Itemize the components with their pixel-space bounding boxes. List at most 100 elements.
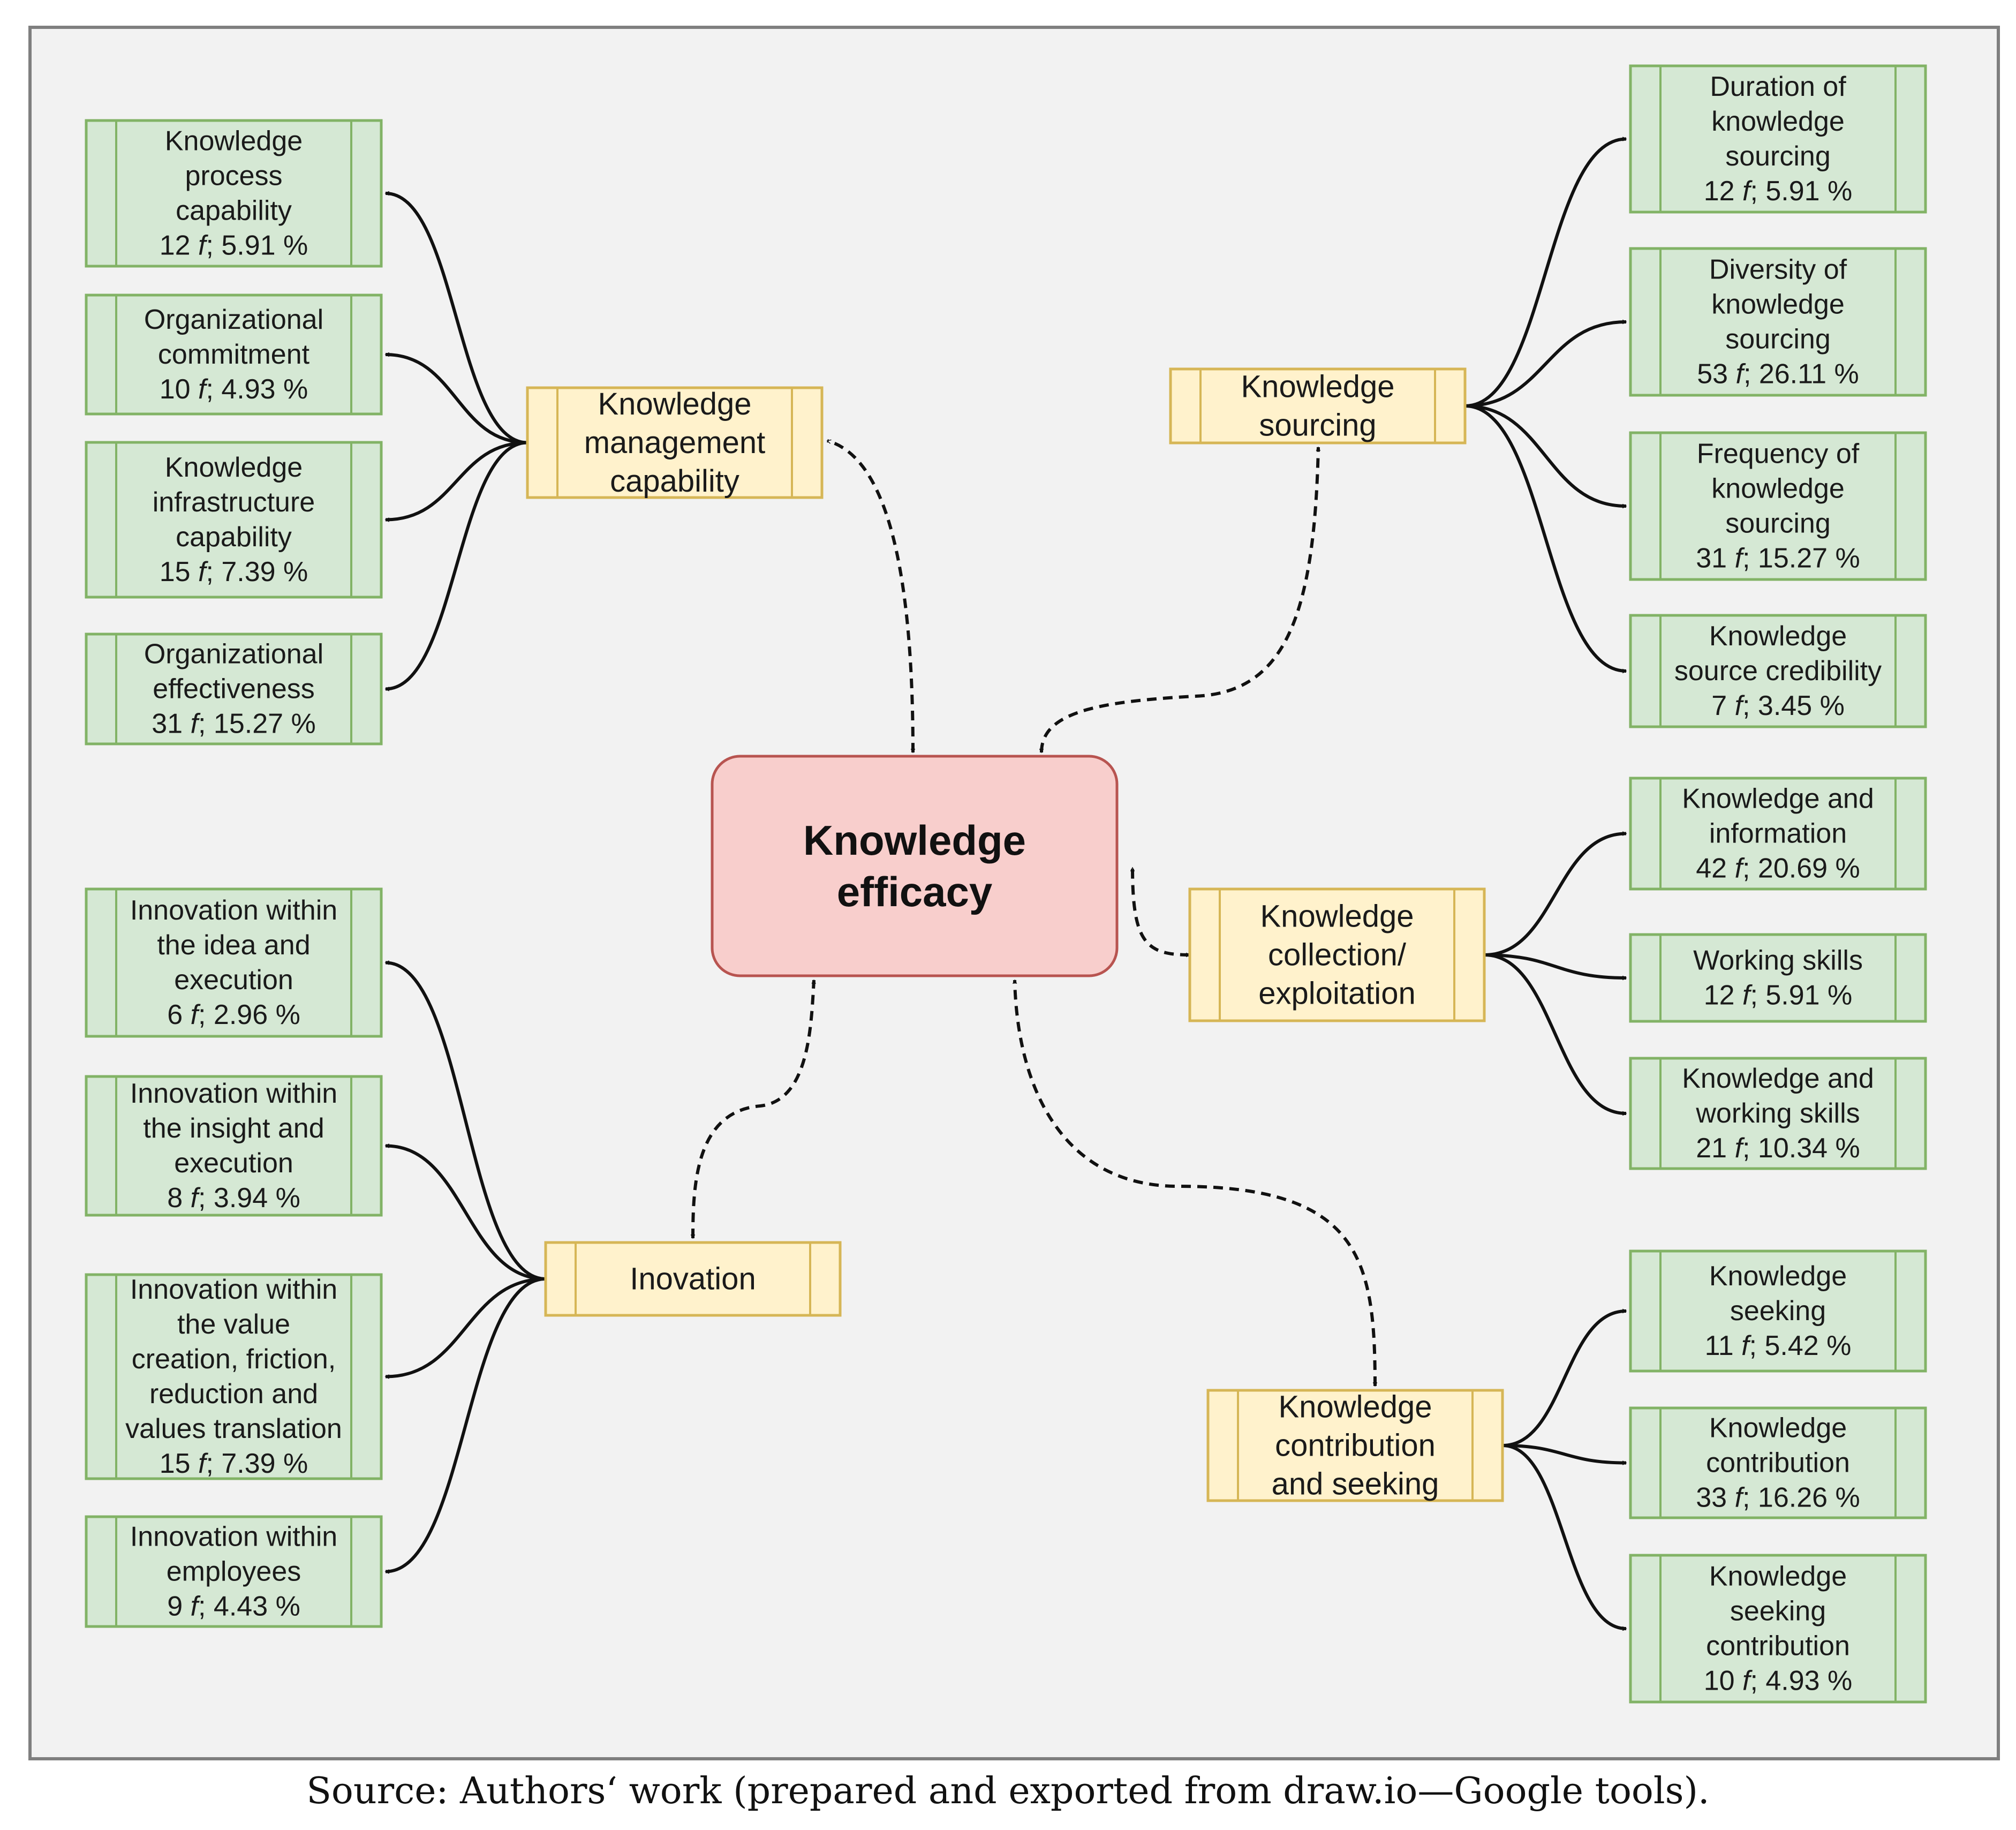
leaf-label-line: employees bbox=[167, 1556, 301, 1587]
category-label-line: contribution bbox=[1275, 1428, 1436, 1463]
leaf-frequency-count: 12 bbox=[1704, 176, 1742, 207]
frequency-symbol: f bbox=[191, 709, 201, 740]
leaf-label-line: Knowledge bbox=[1709, 1413, 1847, 1444]
leaf-percentage: ; 2.96 % bbox=[198, 999, 300, 1030]
leaf-frequency-stat: 21 f; 10.34 % bbox=[1696, 1133, 1860, 1164]
figure-caption: Source: Authors‘ work (prepared and expo… bbox=[306, 1770, 1710, 1812]
leaf-frequency-stat: 15 f; 7.39 % bbox=[160, 1448, 308, 1479]
leaf-label-line: Knowledge bbox=[165, 126, 303, 157]
category-label-line: and seeking bbox=[1272, 1467, 1439, 1502]
dashed-connector-kcs bbox=[1015, 980, 1375, 1386]
leaf-label-line: information bbox=[1709, 818, 1847, 849]
leaf-frequency-stat: 11 f; 5.42 % bbox=[1705, 1330, 1852, 1361]
leaf-label-line: Knowledge and bbox=[1682, 1063, 1874, 1094]
category-label-line: Knowledge bbox=[598, 387, 752, 421]
connector-l3 bbox=[386, 441, 528, 520]
leaf-frequency-count: 33 bbox=[1696, 1482, 1734, 1513]
dashed-connector-kmc bbox=[827, 439, 913, 752]
category-label-line: Knowledge bbox=[1241, 370, 1395, 404]
center-node-label-line: efficacy bbox=[837, 868, 993, 915]
leaf-node-r7-box bbox=[1629, 1057, 1927, 1170]
diagram-nodes: KnowledgeefficacyKnowledgemanagementcapa… bbox=[85, 64, 1927, 1704]
dashed-connector-inn bbox=[693, 980, 814, 1238]
category-node-kcs-box bbox=[1206, 1389, 1504, 1502]
leaf-label-line: Knowledge and bbox=[1682, 784, 1874, 815]
connector-r6 bbox=[1484, 953, 1626, 978]
leaf-frequency-count: 53 bbox=[1697, 359, 1735, 390]
leaf-frequency-stat: 31 f; 15.27 % bbox=[152, 709, 315, 740]
connector-l5 bbox=[386, 963, 546, 1281]
leaf-percentage: ; 5.42 % bbox=[1749, 1330, 1852, 1361]
leaf-frequency-stat: 12 f; 5.91 % bbox=[160, 230, 308, 261]
category-label-line: management bbox=[584, 425, 766, 460]
leaf-label-line: the idea and bbox=[157, 930, 310, 961]
connector-r5 bbox=[1484, 834, 1626, 957]
leaf-label-line: seeking bbox=[1730, 1296, 1826, 1327]
leaf-frequency-stat: 42 f; 20.69 % bbox=[1696, 853, 1860, 884]
leaf-frequency-count: 7 bbox=[1711, 690, 1734, 721]
leaf-percentage: ; 4.93 % bbox=[1750, 1666, 1852, 1697]
leaf-percentage: ; 20.69 % bbox=[1742, 853, 1860, 884]
leaf-label-line: Innovation within bbox=[130, 1274, 337, 1305]
frequency-symbol: f bbox=[1735, 853, 1745, 884]
connector-l1 bbox=[386, 193, 528, 445]
leaf-label-line: commitment bbox=[158, 339, 310, 370]
leaf-label-line: the value bbox=[177, 1309, 290, 1340]
leaf-frequency-count: 10 bbox=[1704, 1666, 1742, 1697]
connector-r8 bbox=[1502, 1311, 1626, 1447]
leaf-frequency-stat: 10 f; 4.93 % bbox=[160, 374, 308, 405]
leaf-label-line: knowledge bbox=[1711, 106, 1845, 137]
leaf-node-r1-box bbox=[1629, 64, 1927, 214]
leaf-node-r4-box bbox=[1629, 614, 1927, 728]
leaf-percentage: ; 3.94 % bbox=[198, 1183, 300, 1214]
leaf-frequency-count: 8 bbox=[167, 1183, 190, 1214]
connector-r9 bbox=[1502, 1444, 1626, 1463]
category-node-inn[interactable]: Inovation bbox=[544, 1241, 842, 1317]
frequency-symbol: f bbox=[1735, 1482, 1745, 1513]
leaf-label-line: contribution bbox=[1706, 1448, 1850, 1479]
leaf-node-l2-box bbox=[85, 293, 383, 416]
leaf-label-line: execution bbox=[174, 1148, 293, 1179]
leaf-label-line: knowledge bbox=[1711, 289, 1845, 320]
frequency-symbol: f bbox=[191, 1183, 201, 1214]
leaf-label-line: sourcing bbox=[1725, 324, 1831, 355]
leaf-label-line: Knowledge bbox=[1709, 1561, 1847, 1592]
leaf-node-l6-box bbox=[85, 1075, 383, 1217]
leaf-percentage: ; 5.91 % bbox=[206, 230, 308, 261]
leaf-label-line: Knowledge bbox=[165, 452, 303, 483]
leaf-frequency-stat: 8 f; 3.94 % bbox=[167, 1183, 300, 1214]
leaf-frequency-count: 10 bbox=[160, 374, 198, 405]
leaf-node-r3-box bbox=[1629, 431, 1927, 581]
connector-r7 bbox=[1484, 953, 1626, 1113]
leaf-frequency-count: 12 bbox=[1704, 980, 1742, 1011]
leaf-label-line: knowledge bbox=[1711, 473, 1845, 504]
leaf-label-line: Innovation within bbox=[130, 895, 337, 926]
center-connectors bbox=[693, 439, 1375, 1386]
frequency-symbol: f bbox=[1742, 980, 1753, 1011]
leaf-frequency-stat: 53 f; 26.11 % bbox=[1697, 359, 1859, 390]
leaf-label-line: effectiveness bbox=[153, 674, 315, 705]
